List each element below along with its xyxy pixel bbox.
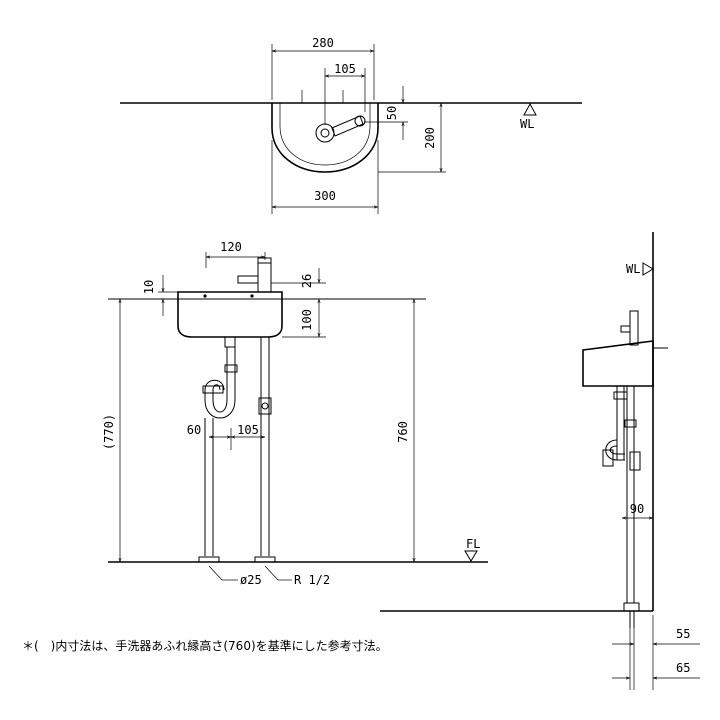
- side-faucet-body: [629, 310, 639, 346]
- wl-marker-icon: [523, 102, 537, 116]
- supply-thread-label: R 1/2: [294, 573, 330, 587]
- plan-drain-inner: [320, 128, 330, 138]
- stop-valve: [258, 397, 272, 415]
- front-basin: [177, 291, 283, 338]
- drain-diameter-label: ø25: [240, 573, 262, 587]
- supply-floor-flange: [254, 556, 276, 562]
- plan-faucet-lever: [331, 115, 364, 137]
- plan-drain-outer: [315, 123, 335, 143]
- rim-dot: [203, 294, 207, 298]
- dim-label: 100: [300, 309, 314, 331]
- reference-note: ＊( )内寸法は、手洗器あふれ縁高さ(760)を基準にした参考寸法。: [22, 638, 388, 653]
- side-nut: [624, 419, 637, 428]
- side-trap: [605, 439, 625, 461]
- dim-label: 55: [676, 627, 690, 641]
- leader-line: [208, 565, 223, 581]
- trap-nut: [224, 364, 238, 373]
- front-faucet-spout: [237, 275, 258, 284]
- side-wl-marker-icon: [642, 262, 654, 276]
- dim-label: 760: [396, 421, 410, 443]
- side-floor-flange: [623, 602, 640, 612]
- trap-nut: [202, 385, 224, 394]
- dim-label: 50: [385, 106, 399, 120]
- dim-label: 200: [423, 127, 437, 149]
- dim-label: 105: [334, 62, 356, 76]
- p-trap: [212, 384, 228, 413]
- side-trap-nut: [602, 449, 614, 467]
- side-faucet-lever: [620, 325, 630, 333]
- wl-label: WL: [520, 117, 534, 131]
- dim-label: 60: [187, 423, 201, 437]
- stop-valve-handle: [261, 402, 269, 410]
- dim-label: 105: [237, 423, 259, 437]
- dim-label: 280: [312, 36, 334, 50]
- dim-label: 120: [220, 240, 242, 254]
- fl-marker-icon: [464, 550, 478, 562]
- side-wl-label: WL: [626, 262, 640, 276]
- side-valve: [629, 451, 641, 471]
- dim-label: (770): [102, 414, 116, 450]
- plan-basin-inner: [279, 103, 371, 166]
- fl-label: FL: [466, 537, 480, 551]
- side-trap: [609, 445, 625, 455]
- dim-label: 10: [142, 280, 156, 294]
- drain-nut: [224, 336, 236, 348]
- rim-dot: [250, 294, 254, 298]
- dim-label: 65: [676, 661, 690, 675]
- plan-basin-outline: [271, 103, 379, 173]
- plan-view: 280 105 50 200 300 WL: [120, 36, 582, 214]
- side-basin: [582, 340, 654, 387]
- p-trap: [204, 379, 236, 419]
- dim-label: 26: [300, 274, 314, 288]
- leader-line: [264, 565, 279, 581]
- dim-label: 300: [314, 189, 336, 203]
- front-view: 120 10 26 100 (770) 760 60 105 FL ø25: [102, 240, 488, 587]
- side-view: WL 90 55 65: [380, 232, 700, 690]
- side-nut: [613, 391, 628, 400]
- drain-floor-flange: [198, 556, 220, 562]
- dim-label: 90: [630, 502, 644, 516]
- plan-faucet-body: [354, 115, 366, 127]
